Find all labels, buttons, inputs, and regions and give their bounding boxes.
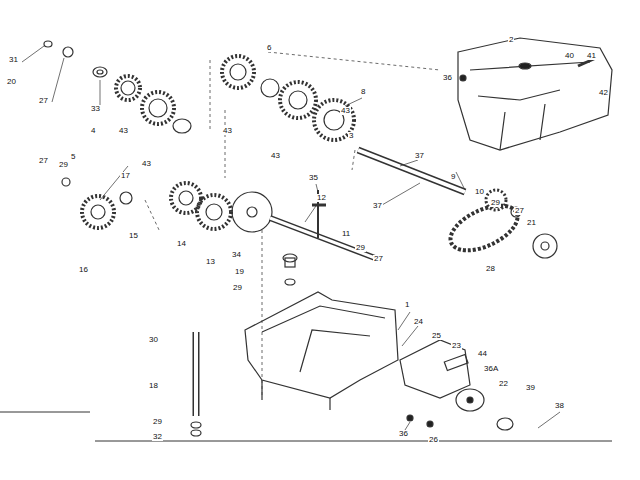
callout-number: 22 xyxy=(498,380,509,388)
callout-number: 17 xyxy=(120,172,131,180)
callout-number: 36 xyxy=(398,430,409,438)
callout-number: 25 xyxy=(431,332,442,340)
callout-number: 42 xyxy=(598,89,609,97)
callout-number: 34 xyxy=(231,251,242,259)
callout-number: 13 xyxy=(205,258,216,266)
callout-number: 6 xyxy=(266,44,272,52)
callout-number: 43 xyxy=(141,160,152,168)
callout-number: 40 xyxy=(564,52,575,60)
callout-number: 28 xyxy=(485,265,496,273)
callout-number: 37 xyxy=(372,202,383,210)
callout-number: 24 xyxy=(413,318,424,326)
callout-number: 2 xyxy=(508,36,514,44)
callout-number: 27 xyxy=(38,97,49,105)
callout-number: 15 xyxy=(128,232,139,240)
callout-number: 12 xyxy=(316,194,327,202)
callout-number: 29 xyxy=(58,161,69,169)
callout-number: 29 xyxy=(152,418,163,426)
callout-number: 44 xyxy=(477,350,488,358)
callout-number: 18 xyxy=(148,382,159,390)
callout-number: 8 xyxy=(360,88,366,96)
callout-number: 9 xyxy=(450,173,456,181)
callout-number: 43 xyxy=(270,152,281,160)
callout-number: 20 xyxy=(6,78,17,86)
callout-number: 36A xyxy=(483,365,499,373)
callout-number: 27 xyxy=(514,207,525,215)
callout-number: 27 xyxy=(373,255,384,263)
callout-number: 29 xyxy=(355,244,366,252)
callout-number: 35 xyxy=(308,174,319,182)
callout-number: 16 xyxy=(78,266,89,274)
callout-number: 43 xyxy=(222,127,233,135)
callout-number: 32 xyxy=(152,433,163,441)
callout-number: 11 xyxy=(341,230,351,238)
callout-number: 5 xyxy=(70,153,76,161)
callout-number: 39 xyxy=(525,384,536,392)
callout-number: 23 xyxy=(451,342,462,350)
callout-number: 43 xyxy=(118,127,129,135)
callout-number: 29 xyxy=(232,284,243,292)
callout-number: 41 xyxy=(586,52,597,60)
callout-number: 4 xyxy=(90,127,96,135)
callout-number: 31 xyxy=(8,56,19,64)
callout-number: 36 xyxy=(442,74,453,82)
callout-number: 30 xyxy=(148,336,159,344)
callout-number: 43 xyxy=(340,107,351,115)
callout-number: 33 xyxy=(90,105,101,113)
callout-number: 38 xyxy=(554,402,565,410)
callout-number: 21 xyxy=(526,219,537,227)
callout-number: 29 xyxy=(490,199,501,207)
callout-number: 19 xyxy=(234,268,245,276)
callout-number: 10 xyxy=(474,188,485,196)
callout-number: 26 xyxy=(428,436,439,444)
callout-number: 14 xyxy=(176,240,187,248)
callout-number: 3 xyxy=(348,132,354,140)
callout-number: 1 xyxy=(404,301,410,309)
callout-number: 27 xyxy=(38,157,49,165)
callout-number: 37 xyxy=(414,152,425,160)
